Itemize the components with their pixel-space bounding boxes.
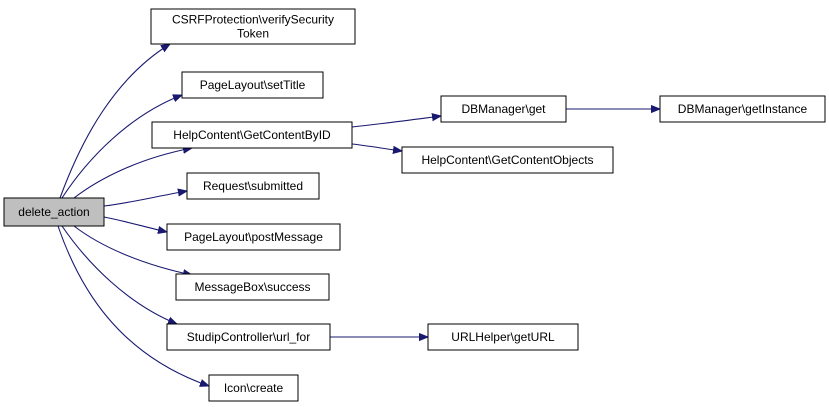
node-box xyxy=(150,8,356,45)
node-setTitle[interactable]: PageLayout\setTitle xyxy=(181,71,324,99)
node-iconCreate[interactable]: Icon\create xyxy=(208,374,299,402)
edge-arrow xyxy=(103,191,187,207)
node-box xyxy=(440,95,567,123)
node-label: Icon\create xyxy=(224,381,284,395)
node-box xyxy=(151,121,353,149)
edge-getContentByID-to-dbGet xyxy=(351,116,441,128)
node-label: PageLayout\postMessage xyxy=(184,230,323,244)
node-box xyxy=(208,374,299,402)
node-dbGet[interactable]: DBManager\get xyxy=(440,95,567,123)
node-getInstance[interactable]: DBManager\getInstance xyxy=(659,95,826,123)
node-box xyxy=(166,323,331,351)
node-getURL[interactable]: URLHelper\getURL xyxy=(427,323,579,351)
node-label: PageLayout\setTitle xyxy=(200,78,306,92)
node-label: HelpContent\GetContentObjects xyxy=(421,153,593,167)
edge-arrow xyxy=(61,95,182,199)
node-box xyxy=(3,197,105,227)
node-label: MessageBox\success xyxy=(194,280,310,294)
node-getContentByID[interactable]: HelpContent\GetContentByID xyxy=(151,121,353,149)
node-label: delete_action xyxy=(18,205,89,219)
node-label: URLHelper\getURL xyxy=(451,330,555,344)
node-label: DBManager\getInstance xyxy=(678,102,808,116)
node-label: DBManager\get xyxy=(461,102,546,116)
node-box xyxy=(659,95,826,123)
edge-delete_action-to-setTitle xyxy=(61,95,182,199)
edge-delete_action-to-iconCreate xyxy=(57,225,209,386)
node-box xyxy=(401,146,614,174)
edge-arrow xyxy=(73,148,192,199)
node-success[interactable]: MessageBox\success xyxy=(175,273,330,301)
node-getContentObjects[interactable]: HelpContent\GetContentObjects xyxy=(401,146,614,174)
node-url_for[interactable]: StudipController\url_for xyxy=(166,323,331,351)
node-postMessage[interactable]: PageLayout\postMessage xyxy=(166,223,341,251)
edge-arrow xyxy=(61,225,177,325)
edges-layer xyxy=(57,44,660,386)
node-label: StudipController\url_for xyxy=(187,330,310,344)
edge-getContentByID-to-getContentObjects xyxy=(351,143,402,151)
node-box xyxy=(186,172,320,200)
edge-delete_action-to-postMessage xyxy=(103,216,167,232)
edge-arrow xyxy=(59,44,170,199)
node-delete_action[interactable]: delete_action xyxy=(3,197,105,227)
edge-delete_action-to-getContentByID xyxy=(73,148,192,199)
edge-delete_action-to-csrf xyxy=(59,44,170,199)
node-label: Token xyxy=(237,27,269,41)
node-label: CSRFProtection\verifySecurity xyxy=(172,13,334,27)
edge-arrow xyxy=(57,225,209,386)
node-box xyxy=(175,273,330,301)
edge-delete_action-to-success xyxy=(73,225,192,275)
edge-arrow xyxy=(103,216,167,232)
edge-arrow xyxy=(351,116,441,128)
edge-delete_action-to-submitted xyxy=(103,191,187,207)
node-label: HelpContent\GetContentByID xyxy=(173,128,331,142)
node-box xyxy=(181,71,324,99)
nodes-layer: delete_action CSRFProtection\verifySecuri… xyxy=(3,8,826,402)
node-submitted[interactable]: Request\submitted xyxy=(186,172,320,200)
node-box xyxy=(166,223,341,251)
edge-arrow xyxy=(351,143,402,151)
node-box xyxy=(427,323,579,351)
node-label: Request\submitted xyxy=(203,179,303,193)
edge-arrow xyxy=(73,225,192,275)
edge-delete_action-to-url_for xyxy=(61,225,177,325)
